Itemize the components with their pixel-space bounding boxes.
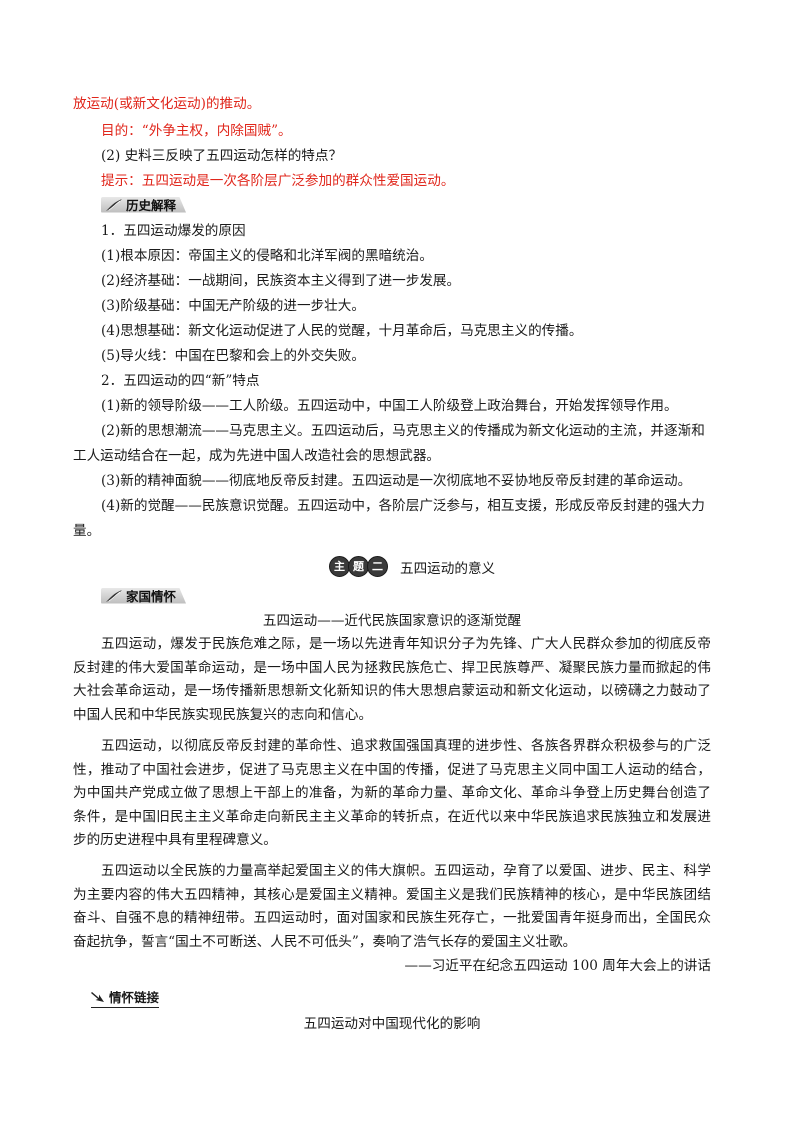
history-item: (1)根本原因：帝国主义的侵略和北洋军阀的黑暗统治。 [101,248,433,264]
homeland-feelings-badge: 家国情怀 [101,587,187,604]
link-label: 情怀链接 [109,990,160,1005]
theme-heading: 主 题 二 五四运动的意义 [329,556,495,577]
answer-line-continuation: 放运动(或新文化运动)的推动。 [73,96,261,112]
article-paragraph: 五四运动以全民族的力量高举起爱国主义的伟大旗帜。五四运动，孕育了以爱国、进步、民… [73,863,711,950]
quill-icon [106,198,122,211]
article-paragraph: 五四运动，以彻底反帝反封建的革命性、追求救国强国真理的进步性、各族各界群众积极参… [73,738,711,849]
history-item: 工人运动结合在一起，成为先进中国人改造社会的思想武器。 [73,448,441,464]
history-item: (4)新的觉醒——民族意识觉醒。五四运动中，各阶层广泛参与，相互支援，形成反帝反… [101,498,705,514]
history-item: (5)导火线：中国在巴黎和会上的外交失败。 [101,348,365,364]
history-item: (2)新的思想潮流——马克思主义。五四运动后，马克思主义的传播成为新文化运动的主… [101,423,705,439]
arrow-right-down-icon [91,991,104,1002]
theme-title: 五四运动的意义 [400,560,496,577]
seal-char: 二 [367,556,388,577]
history-item: 2．五四运动的四“新”特点 [101,373,260,389]
answer-hint: 提示：五四运动是一次各阶层广泛参加的群众性爱国运动。 [101,173,455,189]
history-item: (4)思想基础：新文化运动促进了人民的觉醒，十月革命后，马克思主义的传播。 [101,323,583,339]
history-item: (3)新的精神面貌——彻底地反帝反封建。五四运动是一次彻底地不妥协地反帝反封建的… [101,473,692,489]
link-title: 五四运动对中国现代化的影响 [303,1016,481,1032]
quill-icon [106,589,122,602]
question-2: (2) 史料三反映了五四运动怎样的特点？ [101,148,343,164]
article-source: ——习近平在纪念五四运动 100 周年大会上的讲话 [404,958,711,974]
history-item: (3)阶级基础：中国无产阶级的进一步壮大。 [101,298,365,314]
seal-char: 主 [329,556,350,577]
history-item: (1)新的领导阶级——工人阶级。五四运动中，中国工人阶级登上政治舞台，开始发挥领… [101,398,678,414]
badge-label: 历史解释 [126,198,177,213]
history-item: 量。 [73,523,101,539]
feelings-link-header: 情怀链接 [91,987,160,1008]
history-item: (2)经济基础：一战期间，民族资本主义得到了进一步发展。 [101,273,461,289]
answer-purpose: 目的：“外争主权，内除国贼”。 [101,123,292,139]
badge-label: 家国情怀 [126,589,177,604]
theme-seal: 主 题 二 [329,556,388,577]
seal-char: 题 [348,556,369,577]
article-paragraph: 五四运动，爆发于民族危难之际，是一场以先进青年知识分子为先锋、广大人民群众参加的… [73,636,711,723]
article-title: 五四运动——近代民族国家意识的逐渐觉醒 [262,613,522,629]
history-explanation-badge: 历史解释 [101,196,187,213]
history-item: 1．五四运动爆发的原因 [101,223,246,239]
